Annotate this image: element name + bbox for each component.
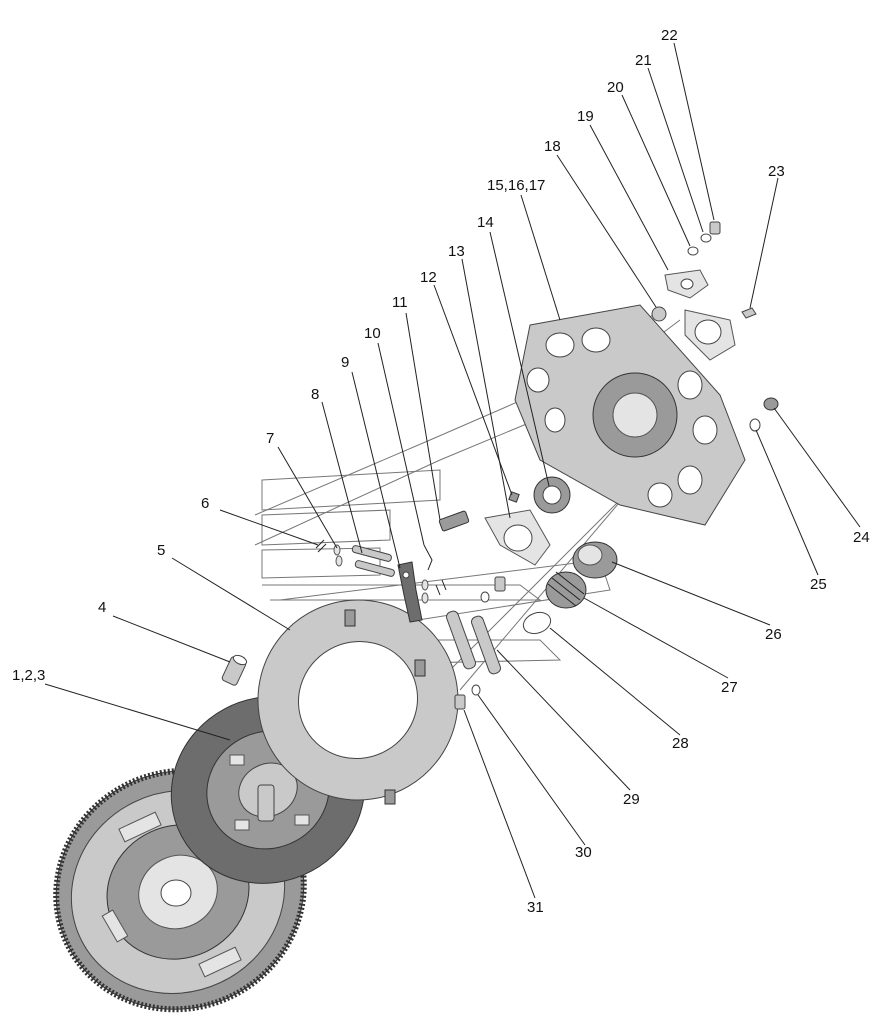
callout-23: 23	[768, 163, 785, 180]
callout-9: 9	[341, 354, 349, 371]
lever-fork	[421, 510, 470, 604]
return-spring	[545, 571, 587, 609]
adjusting-nut	[508, 491, 520, 503]
callout-10: 10	[364, 325, 381, 342]
grease-nipple	[741, 307, 757, 319]
callout-15-16-17: 15,16,17	[487, 177, 545, 194]
callout-13: 13	[448, 243, 465, 260]
housing-bushing	[651, 306, 667, 322]
link-plates	[446, 610, 501, 675]
callout-29: 29	[623, 791, 640, 808]
cover-gasket	[684, 309, 736, 361]
callout-28: 28	[672, 735, 689, 752]
lock-washer	[687, 246, 699, 256]
splined-hub	[533, 476, 571, 514]
callout-8: 8	[311, 386, 319, 403]
pressure-plate	[257, 599, 459, 805]
drain-plug	[763, 397, 779, 411]
callout-27: 27	[721, 679, 738, 696]
release-bearing	[572, 541, 618, 579]
callout-25: 25	[810, 576, 827, 593]
callout-14: 14	[477, 214, 494, 231]
callout-12: 12	[420, 269, 437, 286]
spring-clip	[423, 544, 433, 571]
callout-6: 6	[201, 495, 209, 512]
leader-lines	[44, 42, 861, 899]
lubrication-flange	[664, 269, 709, 299]
callout-18: 18	[544, 138, 561, 155]
callout-5: 5	[157, 542, 165, 559]
mounting-bolt	[454, 576, 506, 710]
plug-washer	[749, 418, 761, 432]
callout-1-2-3: 1,2,3	[12, 667, 45, 684]
release-lever	[397, 561, 423, 623]
clutch-housing	[514, 304, 746, 526]
sealing-ring	[522, 611, 552, 635]
callout-30: 30	[575, 844, 592, 861]
flange-bolt	[709, 221, 721, 235]
callout-24: 24	[853, 529, 870, 546]
plain-washer	[700, 233, 712, 243]
bearing-cover-gasket	[484, 509, 551, 566]
lever-pins	[351, 545, 395, 577]
callout-11: 11	[392, 294, 408, 311]
bolt-washer	[471, 591, 490, 696]
lever-washers	[333, 544, 343, 567]
dowel-bushing	[221, 654, 248, 686]
cotter-pin	[315, 539, 327, 553]
callout-21: 21	[635, 52, 652, 69]
callout-4: 4	[98, 599, 106, 616]
callout-19: 19	[577, 108, 594, 125]
callout-31: 31	[527, 899, 544, 916]
callout-26: 26	[765, 626, 782, 643]
callout-20: 20	[607, 79, 624, 96]
callout-labels: 1,2,3 4 5 6 7 8 9 10 11 12 13 14 15,16,1…	[12, 27, 870, 916]
callout-22: 22	[661, 27, 678, 44]
callout-7: 7	[266, 430, 274, 447]
